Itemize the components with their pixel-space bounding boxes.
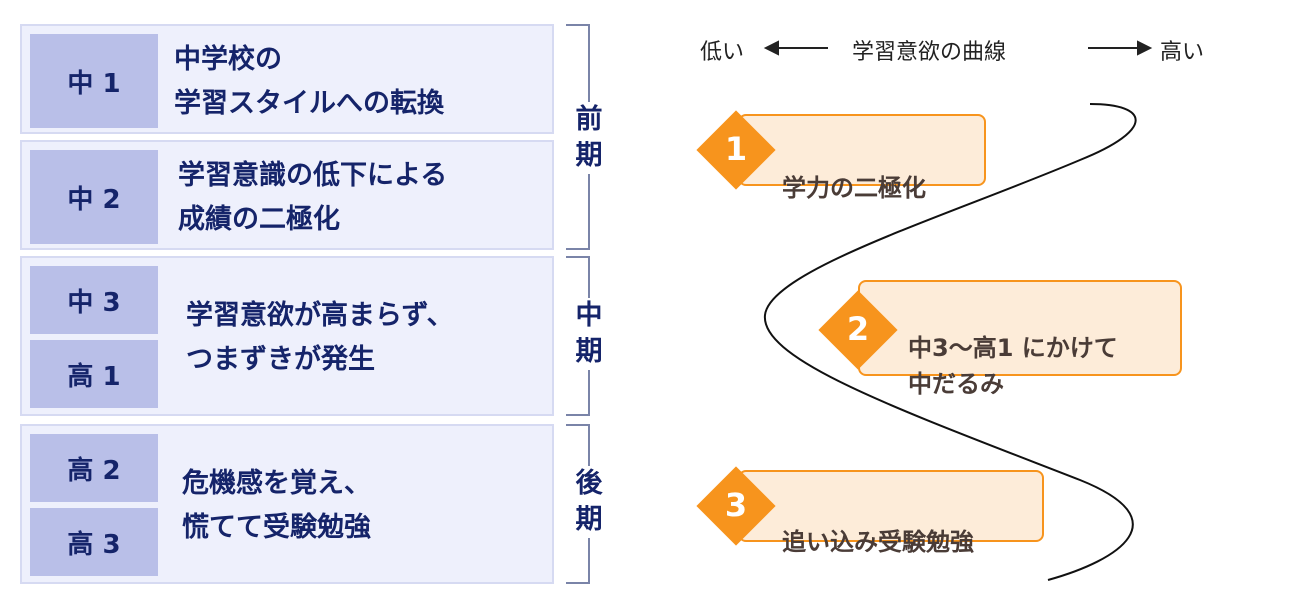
stage-description: 中学校の 学習スタイルへの転換 — [174, 44, 444, 119]
stage-description: 危機感を覚え、 慌てて受験勉強 — [182, 468, 371, 543]
left-arrow-icon — [763, 40, 828, 56]
stage-row-4: 高 2 高 3 危機感を覚え、 慌てて受験勉強 — [20, 424, 554, 584]
axis-low-label: 低い — [700, 40, 745, 65]
grade-label: 高 1 — [30, 340, 158, 408]
grade-label: 高 2 — [30, 434, 158, 502]
callout-2: 中3～高1 にかけて 中だるみ — [858, 280, 1182, 398]
callout-1: 学力の二極化 — [738, 114, 986, 202]
callout-text: 追い込み受験勉強 — [782, 528, 974, 556]
stage-row-2: 中 2 学習意識の低下による 成績の二極化 — [20, 140, 554, 250]
axis-high-label: 高い — [1160, 40, 1205, 65]
callout-3: 追い込み受験勉強 — [738, 470, 1044, 556]
stage-description: 学習意識の低下による 成績の二極化 — [178, 160, 448, 235]
period-label: 後 期 — [573, 466, 605, 538]
callout-text: 学力の二極化 — [782, 174, 926, 202]
right-arrow-icon — [1088, 40, 1153, 56]
callout-number: 2 — [846, 310, 870, 348]
period-label: 前 期 — [573, 102, 605, 174]
stage-description: 学習意欲が高まらず、 つまずきが発生 — [186, 300, 454, 375]
stage-row-1: 中 1 中学校の 学習スタイルへの転換 — [20, 24, 554, 134]
axis-title: 学習意欲の曲線 — [852, 40, 1007, 65]
callout-number: 1 — [724, 130, 748, 168]
stage-row-3: 中 3 高 1 学習意欲が高まらず、 つまずきが発生 — [20, 256, 554, 416]
grade-label: 中 3 — [30, 266, 158, 334]
callout-number: 3 — [724, 486, 748, 524]
period-label: 中 期 — [573, 298, 605, 370]
grade-label: 中 2 — [30, 150, 158, 244]
callout-text: 中3～高1 にかけて 中だるみ — [908, 334, 1118, 398]
grade-label: 高 3 — [30, 508, 158, 576]
grade-label: 中 1 — [30, 34, 158, 128]
